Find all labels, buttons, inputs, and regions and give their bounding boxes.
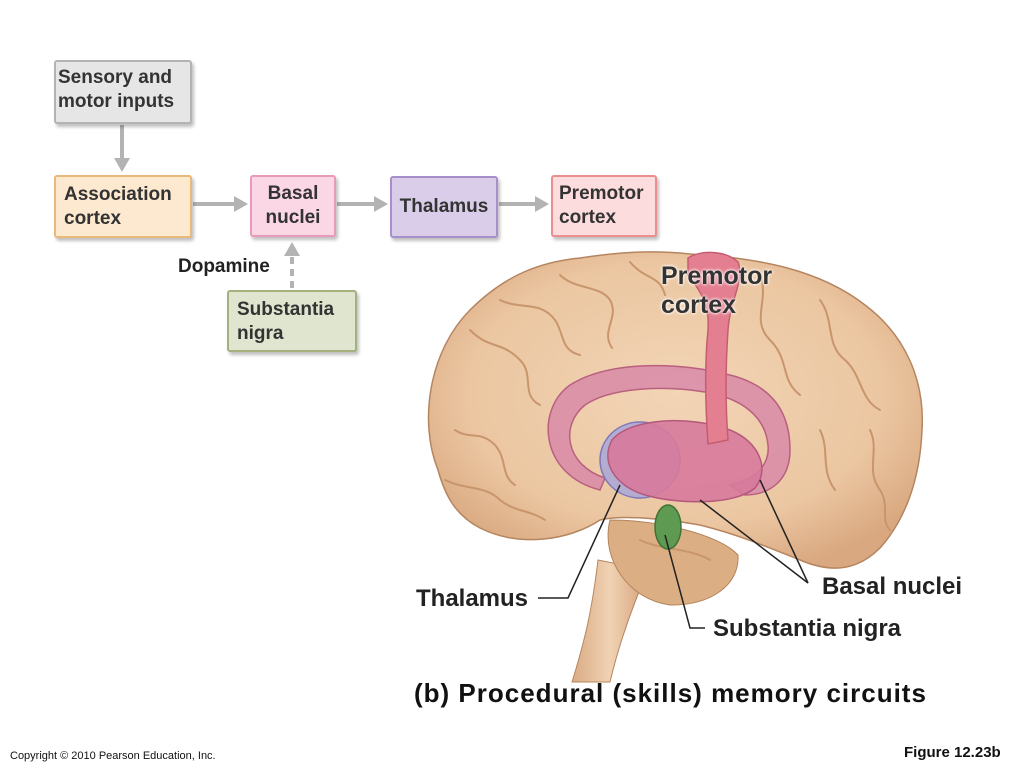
substantia-nigra-box: Substantia nigra: [227, 290, 357, 352]
gyri-lines: [444, 261, 891, 561]
figure-caption: (b) Procedural (skills) memory circuits: [414, 678, 927, 708]
flow-arrows: [114, 125, 549, 288]
basal-line-2: nuclei: [265, 207, 321, 228]
premotor-cortex-box: Premotor cortex: [551, 175, 657, 237]
premotor-pathway: [687, 251, 741, 445]
basal-nuclei-label: Basal nuclei: [822, 573, 963, 600]
basal-line-1: Basal: [267, 183, 319, 204]
association-line-2: cortex: [64, 208, 122, 229]
association-line-1: Association: [64, 184, 172, 205]
copyright-notice: Copyright © 2010 Pearson Education, Inc.: [10, 750, 216, 762]
sensory-motor-inputs-box: Sensory and motor inputs: [54, 60, 192, 124]
thalamus-box: Thalamus: [390, 176, 498, 238]
dopamine-label: Dopamine: [178, 256, 270, 277]
sensory-line-1: Sensory and: [58, 67, 173, 88]
premotor-label-line-2: cortex: [661, 291, 737, 319]
basal-nuclei-arch: [547, 364, 791, 496]
substantia-nigra-label: Substantia nigra: [713, 615, 902, 642]
premotor-cortex-label: Premotor cortex: [661, 262, 772, 320]
brain-stem: [571, 559, 649, 683]
premotor-line-1: Premotor: [559, 183, 644, 204]
thalamus-label: Thalamus: [416, 585, 529, 612]
substantia-nigra-shape: [654, 504, 682, 550]
premotor-line-2: cortex: [559, 207, 617, 228]
leader-lines: [538, 479, 809, 629]
substantia-line-1: Substantia: [237, 299, 335, 320]
sensory-line-2: motor inputs: [58, 91, 175, 112]
thalamus-box-label: Thalamus: [399, 196, 489, 217]
premotor-label-line-1: Premotor: [661, 262, 773, 290]
figure-number: Figure 12.23b: [904, 744, 1001, 761]
cerebrum: [427, 251, 924, 569]
basal-nuclei-box: Basal nuclei: [250, 175, 336, 237]
association-cortex-box: Association cortex: [54, 175, 192, 238]
substantia-line-2: nigra: [237, 323, 284, 344]
